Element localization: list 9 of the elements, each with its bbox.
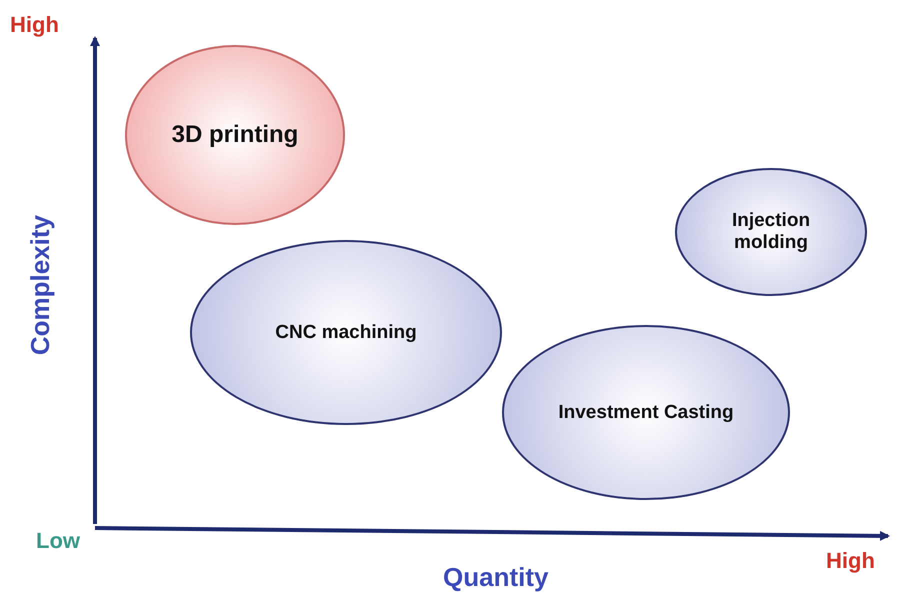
process-label: Injection molding xyxy=(730,210,812,254)
axis-low-label: Low xyxy=(36,528,80,554)
axis-title: Complexity xyxy=(24,215,56,356)
axis-high-label: High xyxy=(10,12,59,38)
axis-high-label: High xyxy=(826,548,875,574)
process-label: CNC machining xyxy=(275,322,417,344)
process-label: 3D printing xyxy=(172,121,298,149)
process-label: Investment Casting xyxy=(558,402,734,424)
axis-title: Quantity xyxy=(443,562,548,593)
